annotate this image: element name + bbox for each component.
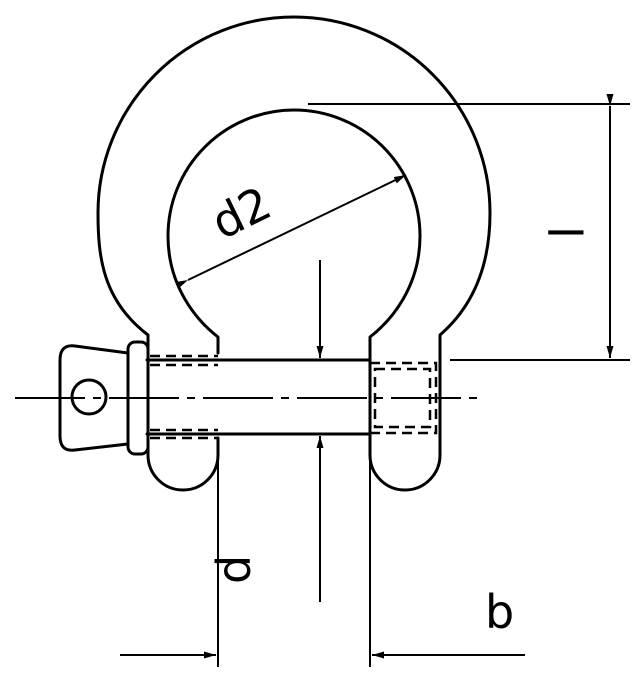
shackle-inner-outline xyxy=(166,108,422,342)
label-d2: d2 xyxy=(203,176,279,250)
label-l: l xyxy=(537,226,591,239)
d2-dimension-line xyxy=(175,174,407,289)
label-b: b xyxy=(485,585,514,639)
right-leg xyxy=(368,335,442,492)
label-d: d xyxy=(207,555,261,584)
shackle-bow-outline xyxy=(96,15,492,339)
